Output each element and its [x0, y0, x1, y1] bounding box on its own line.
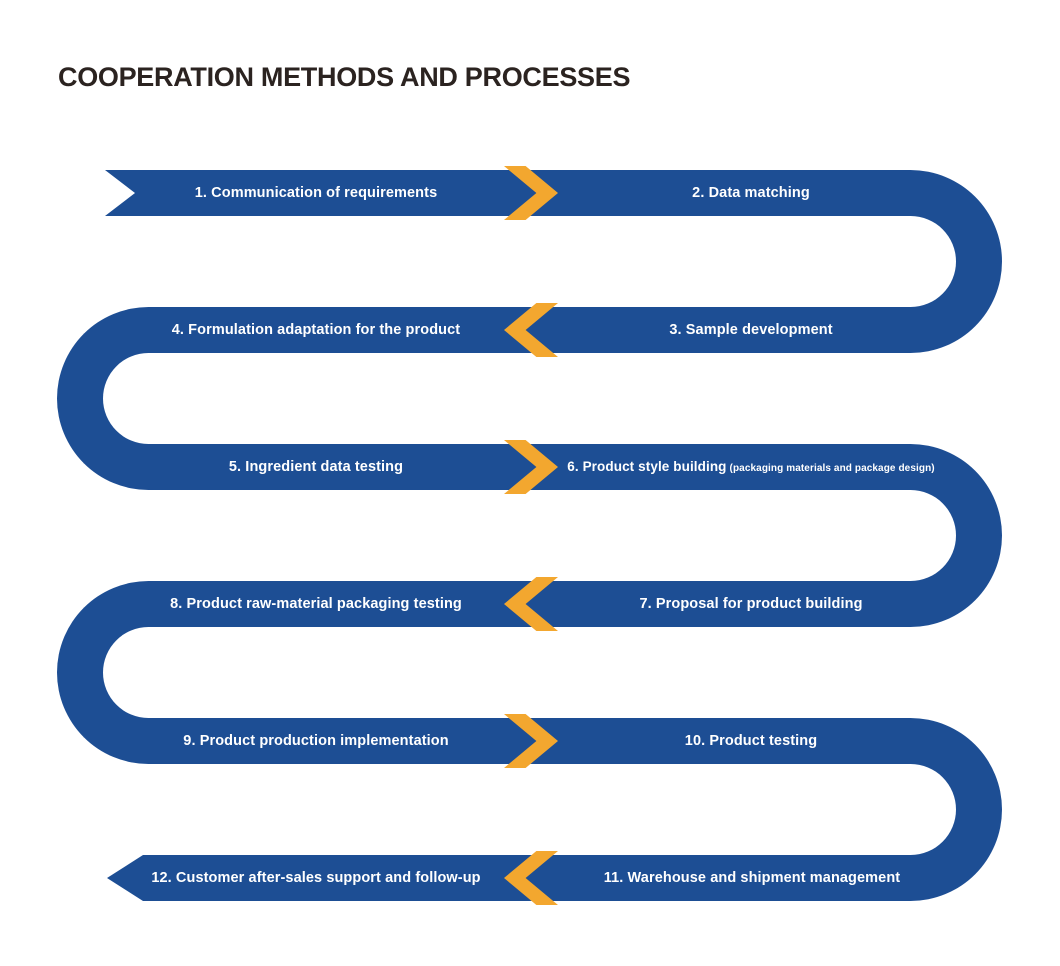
flow-band-row-6 [107, 855, 880, 901]
step-6-label: 6. Product style building(packaging mate… [567, 444, 934, 490]
step-1-label: 1. Communication of requirements [194, 185, 438, 201]
step-8-label: 8. Product raw-material packaging testin… [170, 596, 462, 612]
step-2-label: 2. Data matching [692, 185, 810, 201]
step-9-label: 9. Product production implementation [183, 733, 449, 749]
flow-band-row-1 [105, 170, 880, 216]
flow-band-row-5 [150, 718, 880, 764]
flow-uturn-right-1-2 [865, 170, 1002, 353]
page-title: COOPERATION METHODS AND PROCESSES [58, 62, 631, 92]
step-3-label: 3. Sample development [669, 322, 833, 338]
step-7-label: 7. Proposal for product building [639, 596, 863, 612]
step-10-label: 10. Product testing [684, 733, 818, 749]
step-6-label-main: 6. Product style building [567, 459, 727, 474]
step-4-label: 4. Formulation adaptation for the produc… [171, 322, 461, 338]
step-12-label: 12. Customer after-sales support and fol… [151, 870, 481, 886]
step-5-label: 5. Ingredient data testing [228, 459, 404, 475]
flow-band-row-3 [150, 444, 880, 490]
step-6-label-note: (packaging materials and package design) [729, 463, 935, 474]
step-11-label: 11. Warehouse and shipment management [603, 870, 901, 886]
